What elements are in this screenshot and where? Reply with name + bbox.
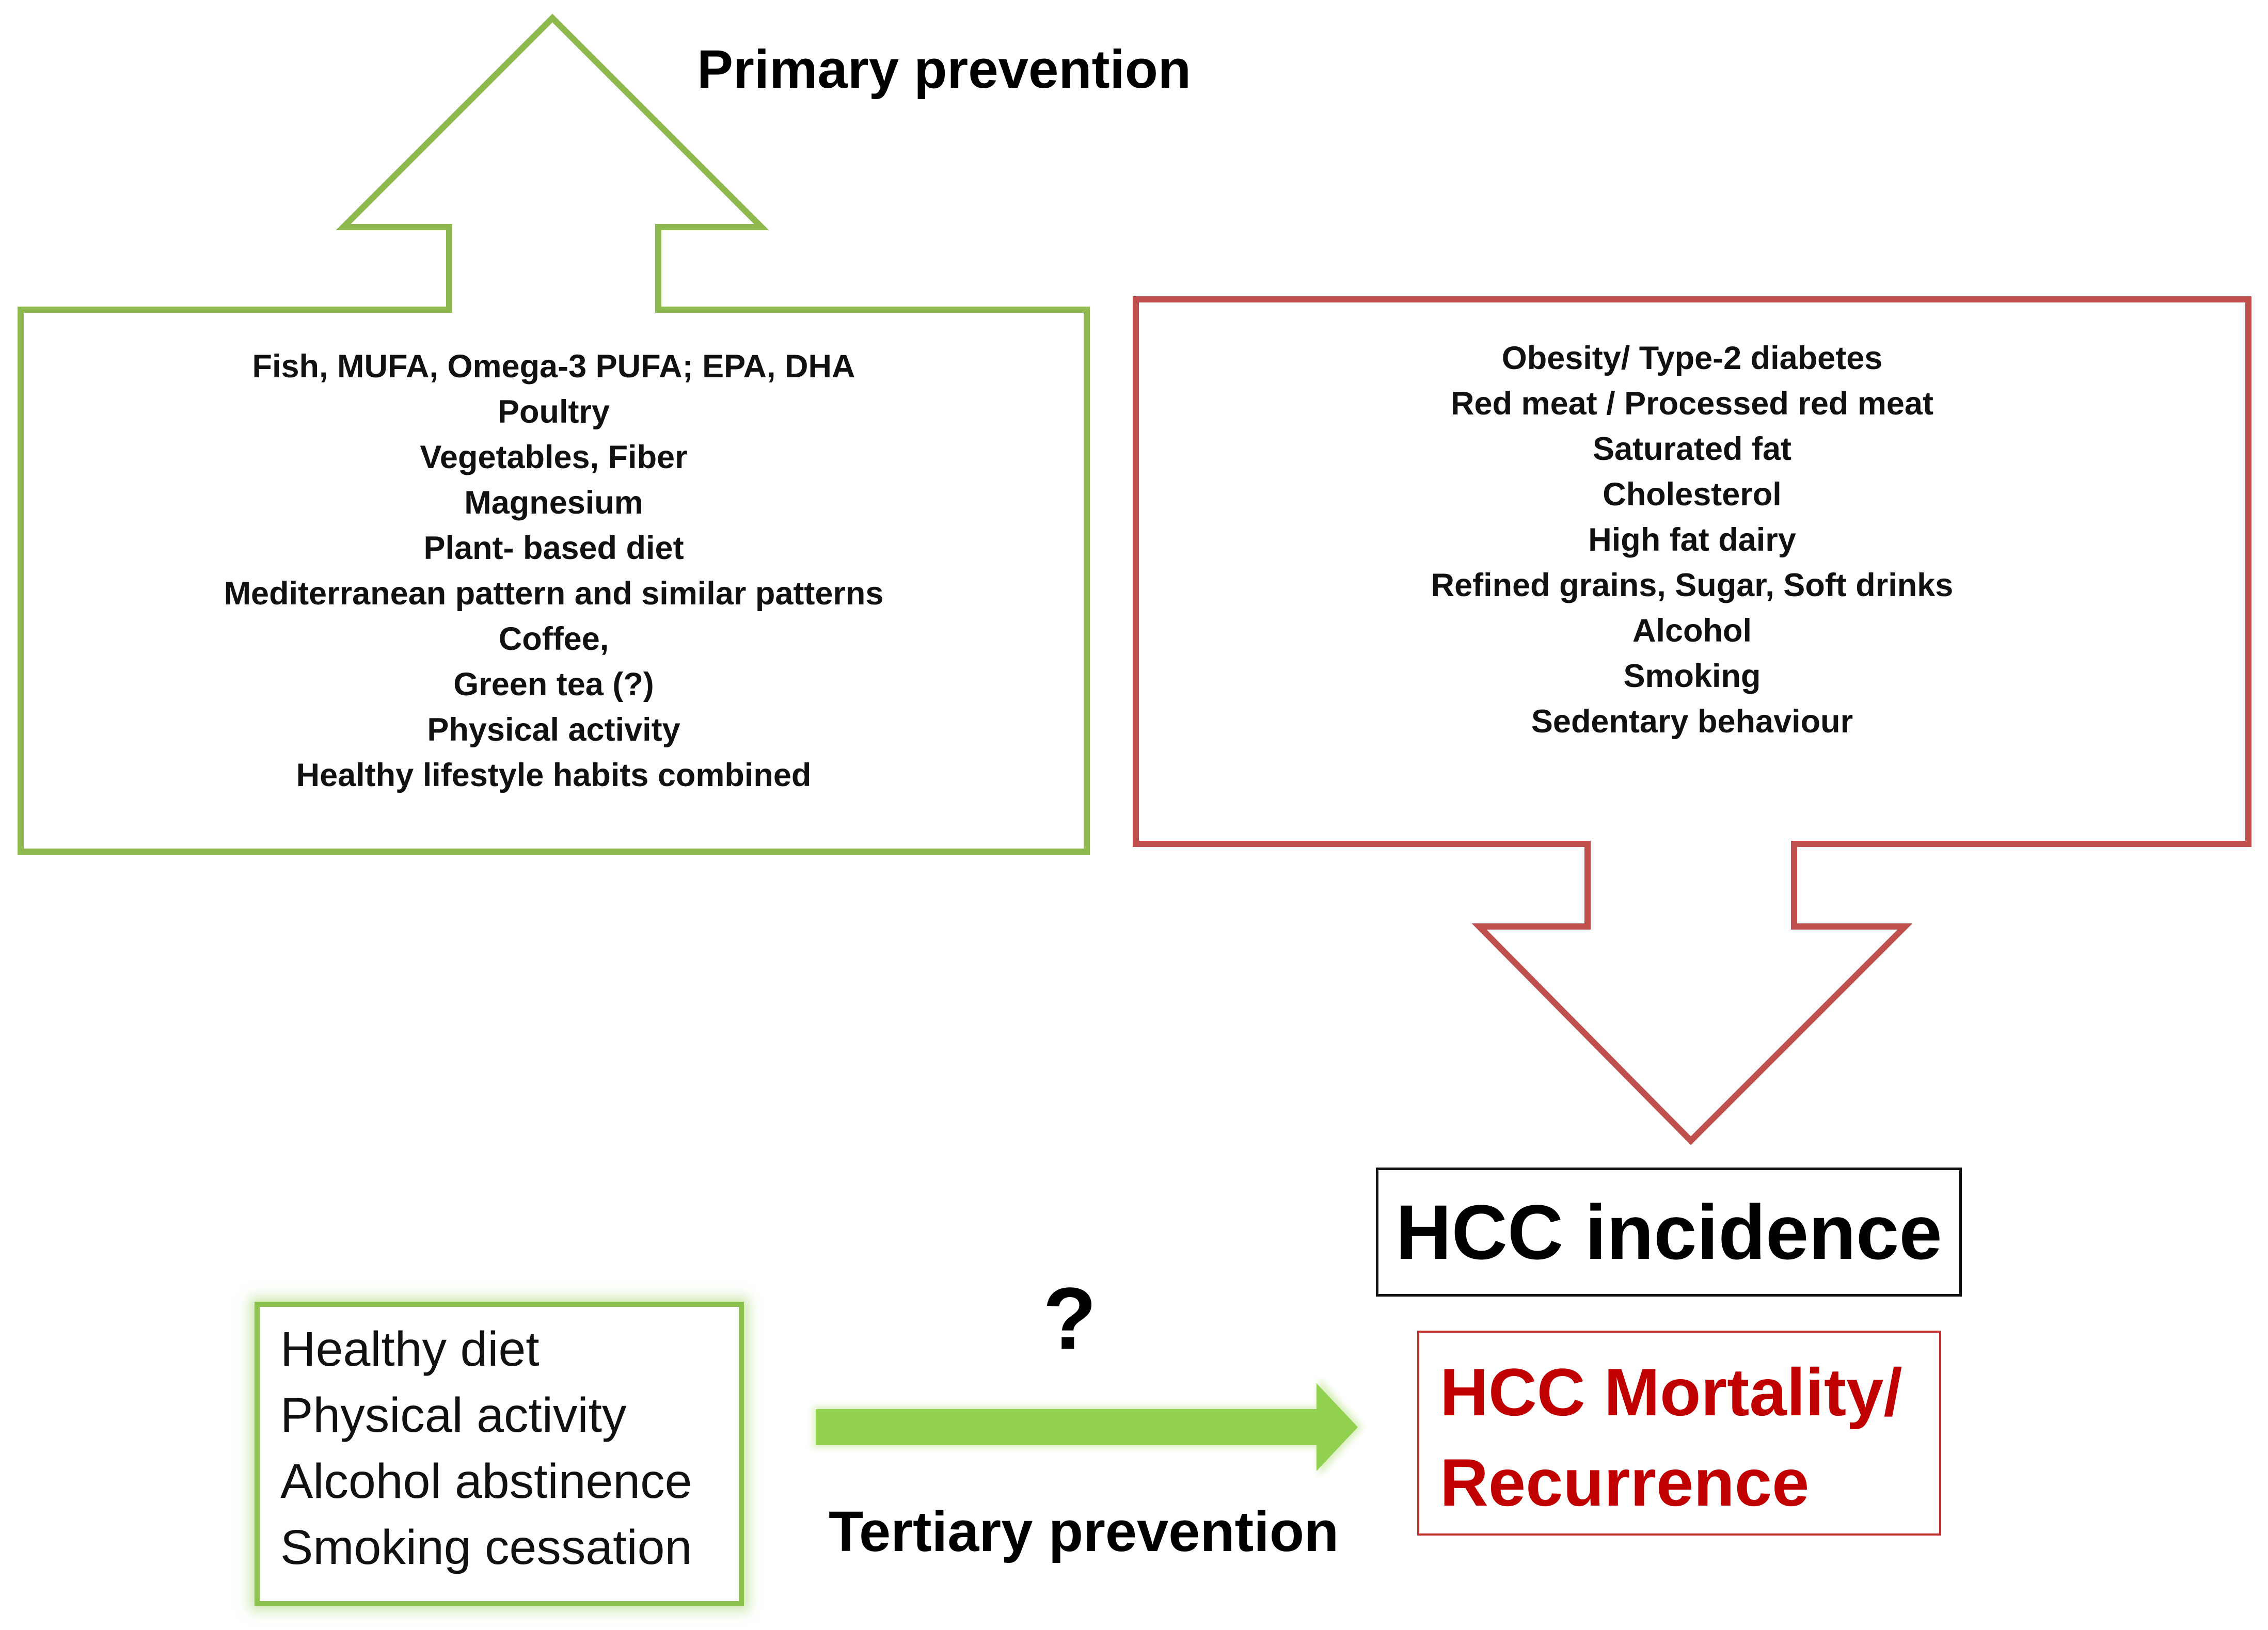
risk-factor-item: Red meat / Processed red meat [1451, 386, 1933, 422]
risk-factor-item: Cholesterol [1603, 476, 1782, 513]
hcc-mortality-box: HCC Mortality/ Recurrence [1417, 1331, 1941, 1536]
lifestyle-box: Healthy diet Physical activity Alcohol a… [255, 1302, 744, 1606]
tertiary-prevention-heading: Tertiary prevention [829, 1500, 1339, 1563]
uncertainty-mark: ? [1043, 1270, 1097, 1368]
lifestyle-item: Smoking cessation [280, 1520, 692, 1575]
protective-factor-item: Poultry [497, 394, 610, 430]
hcc-recurrence-line: Recurrence [1440, 1445, 1810, 1520]
primary-prevention-heading: Primary prevention [697, 39, 1191, 100]
hcc-incidence-label: HCC incidence [1395, 1188, 1942, 1275]
hcc-mortality-line: HCC Mortality/ [1440, 1354, 1902, 1430]
primary-prevention-arrow-shape [18, 13, 1090, 855]
risk-factor-item: Alcohol [1632, 613, 1752, 649]
protective-factor-item: Vegetables, Fiber [420, 439, 688, 475]
risk-factors-arrow-shape [1133, 296, 2251, 1145]
lifestyle-item: Alcohol abstinence [280, 1454, 692, 1509]
risk-factor-item: High fat dairy [1588, 522, 1796, 558]
hcc-incidence-box: HCC incidence [1376, 1168, 1962, 1297]
protective-factor-item: Healthy lifestyle habits combined [296, 757, 812, 793]
protective-factors-list: Fish, MUFA, Omega-3 PUFA; EPA, DHA Poult… [21, 344, 1087, 798]
protective-factor-item: Coffee, [498, 621, 609, 657]
protective-factor-item: Green tea (?) [453, 666, 654, 702]
tertiary-prevention-arrow [813, 1378, 1363, 1476]
protective-factor-item: Mediterranean pattern and similar patter… [224, 576, 884, 612]
protective-factor-item: Physical activity [427, 712, 680, 748]
risk-factor-item: Saturated fat [1592, 431, 1792, 467]
protective-factor-item: Magnesium [464, 485, 643, 521]
protective-factor-item: Plant- based diet [423, 530, 684, 566]
lifestyle-item: Physical activity [280, 1388, 627, 1443]
lifestyle-item: Healthy diet [280, 1322, 540, 1377]
risk-factor-item: Smoking [1623, 658, 1761, 694]
risk-factor-item: Sedentary behaviour [1531, 704, 1853, 740]
risk-factor-item: Obesity/ Type-2 diabetes [1501, 340, 1883, 376]
risk-factors-list: Obesity/ Type-2 diabetes Red meat / Proc… [1136, 335, 2248, 744]
protective-factor-item: Fish, MUFA, Omega-3 PUFA; EPA, DHA [252, 348, 855, 385]
lifestyle-list: Healthy diet Physical activity Alcohol a… [280, 1316, 739, 1580]
risk-factor-item: Refined grains, Sugar, Soft drinks [1431, 567, 1954, 603]
